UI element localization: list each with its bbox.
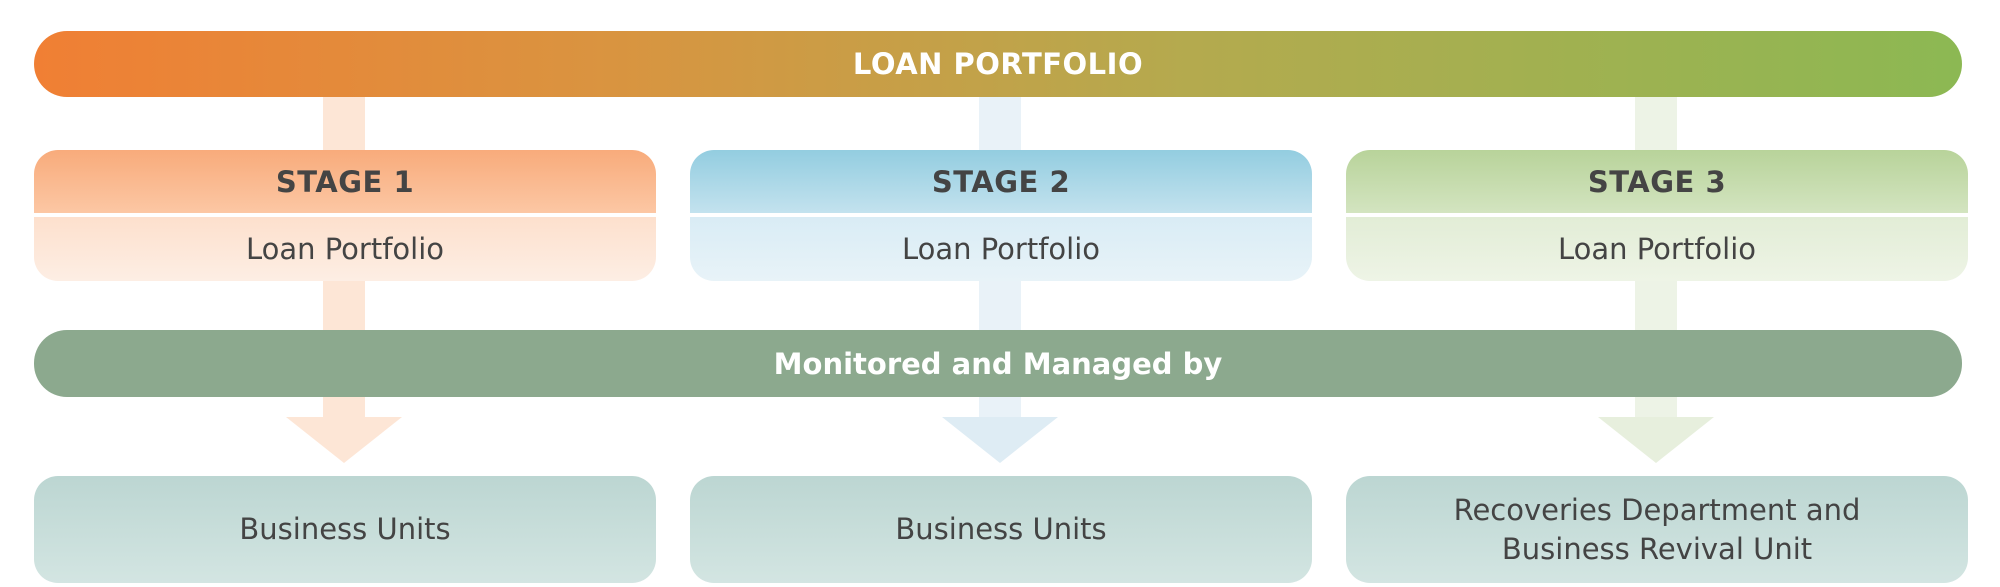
loan-portfolio-header: LOAN PORTFOLIO	[34, 31, 1962, 97]
stage-3-title: STAGE 3	[1346, 150, 1968, 217]
unit-3-label-line-1: Recoveries Department and	[1453, 492, 1861, 527]
monitored-managed-label: Monitored and Managed by	[773, 346, 1223, 381]
stage-1-arrow-down-icon	[286, 417, 402, 463]
loan-portfolio-title: LOAN PORTFOLIO	[852, 47, 1144, 81]
stage-3-arrow-down-icon	[1598, 417, 1714, 463]
stage-1-title: STAGE 1	[34, 150, 656, 217]
stage-2-title: STAGE 2	[690, 150, 1312, 217]
unit-3-label-line-2: Business Revival Unit	[1501, 531, 1813, 566]
unit-2-label: Business Units	[895, 512, 1107, 546]
stage-2-arrow-down-icon	[942, 417, 1058, 463]
monitored-managed-bar: Monitored and Managed by	[34, 330, 1962, 397]
unit-1-label: Business Units	[239, 512, 451, 546]
unit-card-1: Business Units	[34, 476, 656, 583]
stage-3-card: STAGE 3 Loan Portfolio	[1346, 150, 1968, 281]
stage-1-subtitle: Loan Portfolio	[34, 217, 656, 281]
stage-1-card: STAGE 1 Loan Portfolio	[34, 150, 656, 281]
unit-card-3: Recoveries Department and Business Reviv…	[1346, 476, 1968, 583]
stage-2-subtitle: Loan Portfolio	[690, 217, 1312, 281]
stage-3-subtitle: Loan Portfolio	[1346, 217, 1968, 281]
stage-2-card: STAGE 2 Loan Portfolio	[690, 150, 1312, 281]
unit-card-2: Business Units	[690, 476, 1312, 583]
